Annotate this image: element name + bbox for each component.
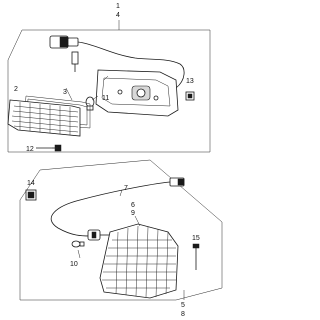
corner-harness [50,177,185,237]
callout-11: 11 [102,95,109,102]
lower-assembly-frame [19,159,223,301]
lamp-housing [95,69,179,117]
callout-14: 14 [27,180,35,187]
callout-2: 2 [14,86,18,93]
callout-13: 13 [186,78,194,85]
clip-13 [185,91,195,101]
callout-5: 5 [181,302,185,309]
callout-8: 8 [181,311,185,318]
callout-10: 10 [70,261,78,268]
upper-assembly-frame [7,29,211,153]
corner-lens [99,223,179,299]
lens [7,99,81,137]
callout-15: 15 [192,235,200,242]
clip-14 [25,189,37,201]
parts-diagram: 1 4 2 3 11 12 13 14 7 6 9 10 15 5 8 [7,3,223,318]
callout-7: 7 [124,185,128,192]
socket-9 [87,229,110,241]
bulb-10 [71,240,85,248]
callout-9: 9 [131,210,135,217]
callout-6: 6 [131,202,135,209]
callout-1: 1 [116,3,120,10]
callout-12: 12 [26,146,34,153]
callout-4: 4 [116,12,120,19]
screw-15 [192,243,200,270]
callout-3: 3 [63,89,67,96]
